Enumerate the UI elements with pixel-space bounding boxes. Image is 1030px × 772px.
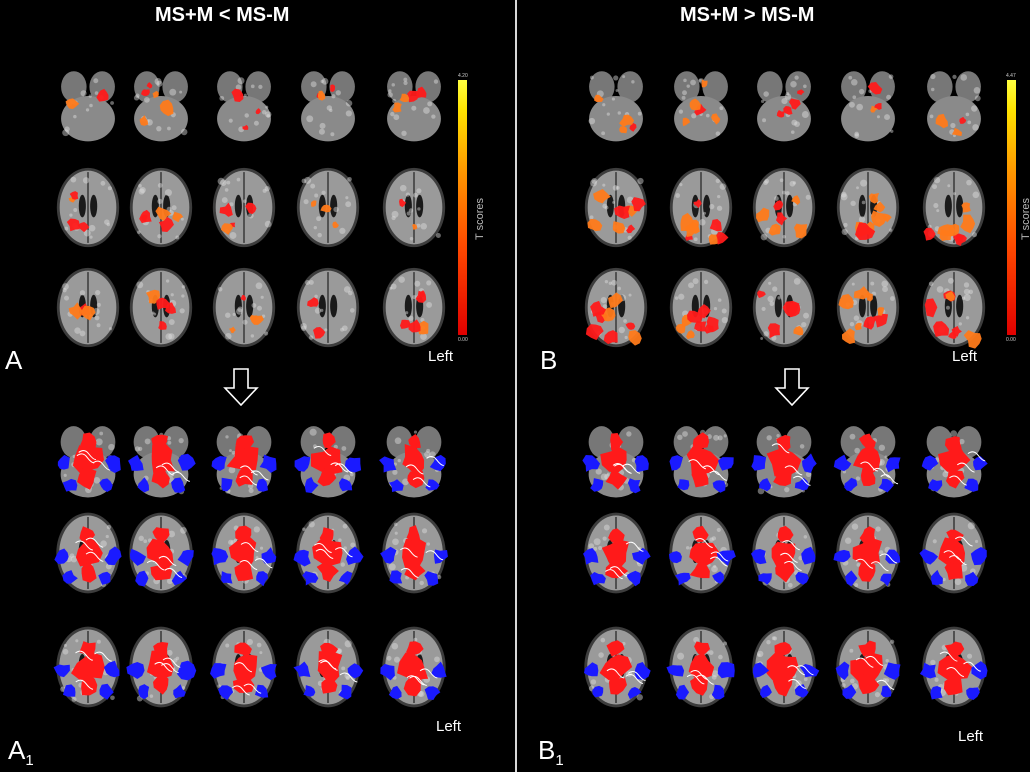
brain-slice	[380, 626, 447, 708]
brain-slice	[294, 426, 362, 498]
brain-slice	[56, 267, 120, 348]
brain-slice	[669, 167, 733, 248]
brain-slice	[379, 426, 446, 498]
panel-divider	[515, 0, 517, 772]
orientation-label-A1: Left	[436, 718, 462, 735]
panel-label-B: B	[540, 345, 558, 375]
brain-slice	[128, 426, 196, 498]
brain-slice	[57, 426, 121, 498]
brain-slice	[841, 71, 895, 142]
colorbar-left-max: 4.20	[458, 73, 468, 79]
brain-slice	[54, 512, 122, 594]
brain-slice	[296, 167, 360, 248]
orientation-label-B1: Left	[958, 728, 984, 745]
panel-label-A1: A1	[8, 735, 34, 770]
brain-slice	[382, 167, 446, 248]
brain-slice	[919, 626, 988, 708]
brain-slice	[836, 167, 900, 248]
down-arrow-icon	[774, 368, 810, 406]
brain-slice	[752, 167, 816, 248]
brain-slice	[752, 267, 816, 348]
brain-slice	[56, 167, 120, 248]
brain-slice	[588, 71, 643, 142]
down-arrow-icon	[223, 368, 259, 406]
brain-slice	[752, 626, 820, 708]
colorbar-left	[458, 80, 467, 335]
brain-slice	[293, 626, 364, 708]
colorbar-left-label: T scores	[474, 198, 486, 240]
brain-slice	[126, 626, 197, 708]
brain-slice	[212, 267, 276, 348]
brain-slice	[211, 426, 277, 498]
title-right: MS+M > MS-M	[680, 4, 815, 26]
colorbar-left-min: 0.00	[458, 337, 468, 343]
brain-slice	[922, 167, 986, 248]
panel-label-A: A	[5, 345, 23, 375]
brain-slice	[129, 267, 193, 348]
brain-slice	[922, 267, 986, 349]
brain-slice	[669, 426, 734, 498]
title-left: MS+M < MS-M	[155, 4, 290, 26]
brain-slice	[210, 626, 277, 708]
brain-slice	[674, 71, 728, 142]
brain-slice	[61, 71, 115, 142]
brain-slice	[919, 512, 987, 594]
brain-slice	[212, 167, 276, 248]
brain-slice	[380, 512, 448, 594]
brain-slice	[750, 512, 816, 594]
brain-slice	[217, 71, 272, 142]
brain-slice	[387, 71, 441, 142]
brain-slice	[757, 71, 811, 142]
colorbar-right	[1007, 80, 1016, 335]
colorbar-right-min: 0.00	[1006, 337, 1016, 343]
orientation-label-A: Left	[428, 348, 454, 365]
colorbar-right-max: 4.47	[1006, 73, 1016, 79]
brain-slice	[836, 267, 900, 348]
brain-slice	[584, 267, 648, 348]
brain-slice	[129, 167, 193, 248]
brain-slice	[669, 267, 733, 348]
brain-slice	[211, 512, 277, 594]
brain-slice	[382, 267, 446, 348]
brain-slice	[927, 71, 981, 142]
brain-slice	[583, 626, 651, 708]
brain-slice	[584, 167, 648, 248]
brain-slice	[583, 512, 651, 594]
brain-slice	[129, 512, 194, 594]
brain-slice	[582, 426, 649, 498]
brain-slice	[921, 426, 988, 498]
brain-slice	[296, 267, 360, 348]
brain-slice	[53, 626, 120, 708]
brain-slice	[835, 626, 901, 708]
brain-slice	[833, 426, 901, 498]
colorbar-right-label: T scores	[1020, 198, 1030, 240]
brain-slice	[133, 71, 188, 142]
brain-slice	[301, 71, 355, 142]
brain-slice	[751, 426, 817, 498]
orientation-label-B: Left	[952, 348, 978, 365]
brain-slice	[666, 626, 735, 708]
panel-label-B1: B1	[538, 735, 564, 770]
brain-slice	[293, 512, 364, 594]
brain-slice	[833, 512, 901, 594]
brain-slice	[669, 512, 736, 594]
